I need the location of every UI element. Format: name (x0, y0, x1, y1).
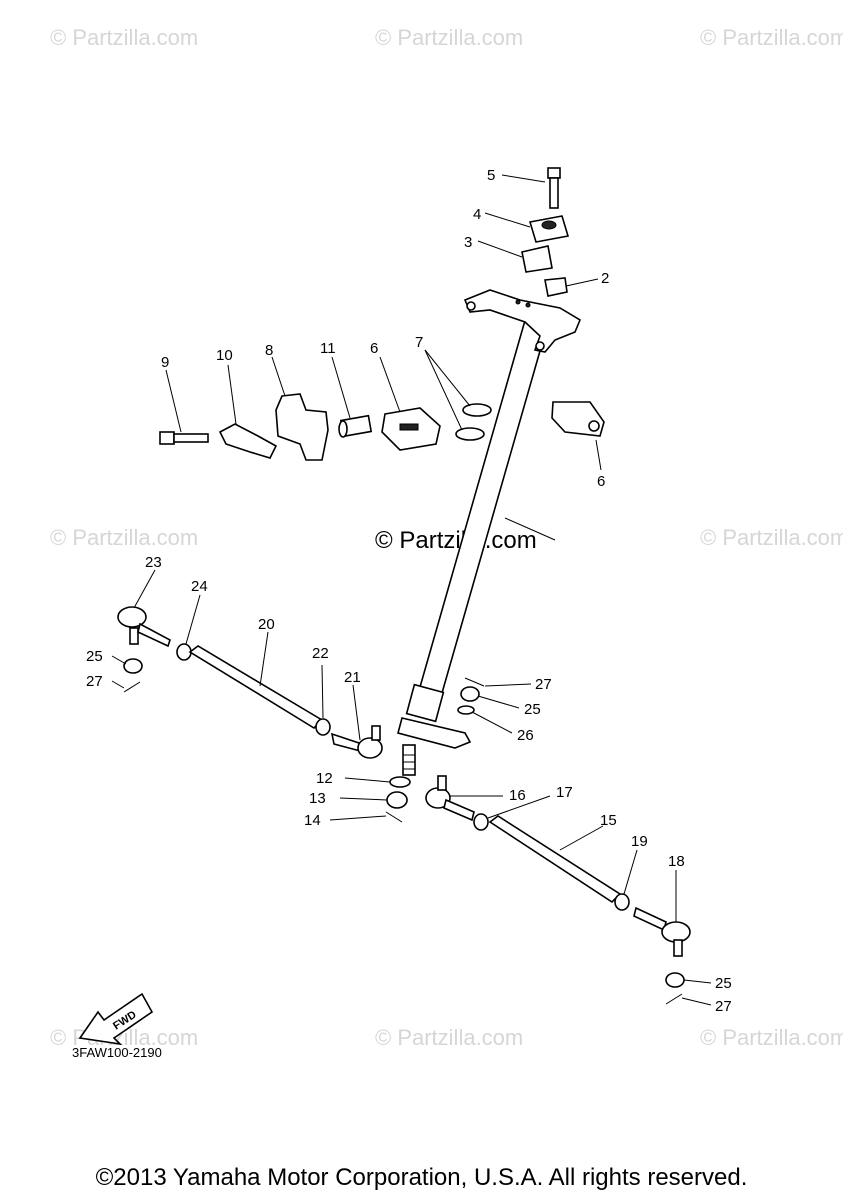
part-22-nut (315, 718, 331, 736)
part-25-nut (460, 686, 480, 702)
callout-14: 14 (304, 812, 321, 829)
callout-5: 5 (487, 167, 495, 184)
part-27-cotter-pin (123, 681, 141, 693)
part-12-washer (389, 776, 411, 788)
leader-lines (111, 174, 712, 1006)
callout-22: 22 (312, 645, 329, 662)
callout-10: 10 (216, 347, 233, 364)
callout-26: 26 (517, 727, 534, 744)
part-10-lock-washer (218, 423, 278, 459)
part-5-bolt (547, 167, 561, 209)
upper-bracket (463, 289, 582, 353)
left-tie-rod (117, 606, 383, 759)
part-8-plate (275, 393, 329, 461)
callout-7: 7 (415, 334, 423, 351)
callout-15: 15 (600, 812, 617, 829)
diagram-code: 3FAW100-2190 (72, 1045, 162, 1060)
callout-13: 13 (309, 790, 326, 807)
callout-27: 27 (86, 673, 103, 690)
part-19-nut (614, 893, 630, 911)
callout-16: 16 (509, 787, 526, 804)
callout-27: 27 (715, 998, 732, 1015)
part-11-collar (338, 414, 373, 438)
watermark: © Partzilla.com (50, 525, 198, 550)
part-25-nut (123, 658, 143, 674)
part-14-cotter-pin (385, 811, 403, 823)
callout-25: 25 (715, 975, 732, 992)
watermark-center: © Partzilla.com (375, 527, 537, 554)
part-17-nut (473, 813, 489, 831)
callout-17: 17 (556, 784, 573, 801)
callout-18: 18 (668, 853, 685, 870)
callout-4: 4 (473, 206, 481, 223)
callout-12: 12 (316, 770, 333, 787)
part-7-circlip (462, 403, 492, 417)
part-27-cotter-pin (464, 677, 485, 687)
right-tie-rod (425, 775, 691, 1005)
callout-27: 27 (535, 676, 552, 693)
callout-21: 21 (344, 669, 361, 686)
callout-8: 8 (265, 342, 273, 359)
callout-2: 2 (601, 270, 609, 287)
part-3-holder (521, 245, 553, 273)
copyright-notice: ©2013 Yamaha Motor Corporation, U.S.A. A… (95, 1164, 748, 1191)
callout-11: 11 (320, 340, 336, 357)
callout-25: 25 (524, 701, 541, 718)
callout-19: 19 (631, 833, 648, 850)
watermark: © Partzilla.com (700, 1025, 843, 1050)
callout-20: 20 (258, 616, 275, 633)
part-13-nut (386, 791, 408, 809)
part-2-bushing (544, 277, 568, 297)
part-27-cotter-pin (665, 993, 683, 1005)
holder-bore (541, 220, 557, 230)
watermark: © Partzilla.com (700, 25, 843, 50)
watermark-layer: © Partzilla.com © Partzilla.com © Partzi… (50, 25, 843, 1050)
watermark: © Partzilla.com (375, 25, 523, 50)
part-9-bolt (159, 431, 209, 445)
callout-24: 24 (191, 578, 208, 595)
callout-3: 3 (464, 234, 472, 251)
watermark: © Partzilla.com (375, 1025, 523, 1050)
callout-9: 9 (161, 354, 169, 371)
part-21-ball-joint (357, 737, 383, 759)
callout-25: 25 (86, 648, 103, 665)
part-20-tie-rod (188, 645, 324, 730)
callout-23: 23 (145, 554, 162, 571)
watermark: © Partzilla.com (700, 525, 843, 550)
part-6-holder-left (381, 407, 441, 451)
part-18-ball-joint (661, 921, 691, 943)
part-26-washer (457, 705, 475, 715)
part-23-ball-joint (117, 606, 147, 628)
part-25-nut (665, 972, 685, 988)
watermark: © Partzilla.com (50, 25, 198, 50)
callout-6: 6 (370, 340, 378, 357)
steering-shaft (397, 309, 556, 776)
holder-hole (588, 420, 600, 432)
fwd-arrow-icon: FWD (78, 992, 154, 1046)
callouts: 2 3 4 5 6 6 7 8 9 10 11 12 13 14 15 16 1… (86, 167, 732, 1015)
callout-6: 6 (597, 473, 605, 490)
part-7-circlip (455, 427, 485, 441)
